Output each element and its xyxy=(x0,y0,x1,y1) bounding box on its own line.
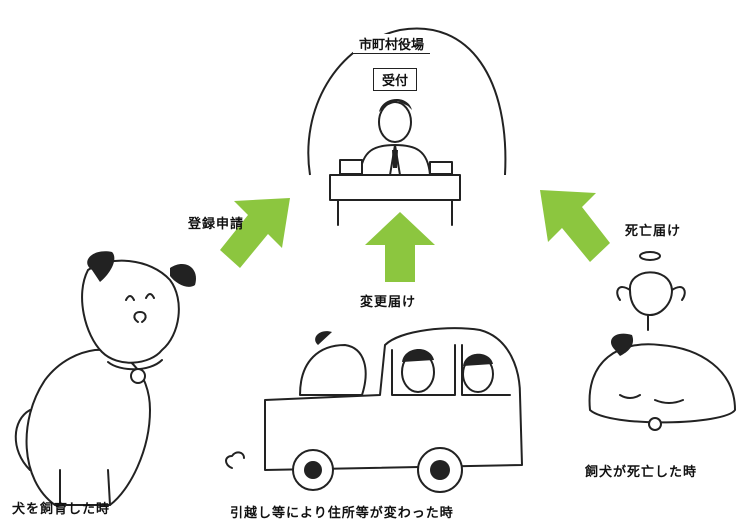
clerk-figure xyxy=(339,98,453,176)
arrow-death xyxy=(540,190,610,262)
label-death: 死亡届け xyxy=(625,224,682,239)
arrow-registration xyxy=(220,198,290,268)
office-name-sign: 市町村役場 xyxy=(353,34,431,54)
arrow-change xyxy=(365,212,435,282)
label-registration: 登録申請 xyxy=(188,217,245,232)
office-dome-outline xyxy=(307,27,507,176)
label-change: 変更届け xyxy=(360,295,417,310)
reception-sign: 受付 xyxy=(373,68,418,91)
lying-dog xyxy=(588,333,736,431)
angel-dog xyxy=(616,251,686,331)
moving-truck xyxy=(225,327,523,493)
caption-moved: 引越し等により住所等が変わった時 xyxy=(230,506,454,521)
caption-got-dog: 犬を飼育した時 xyxy=(12,502,111,517)
caption-dog-died: 飼犬が死亡した時 xyxy=(585,465,698,480)
sitting-dog xyxy=(14,251,196,506)
